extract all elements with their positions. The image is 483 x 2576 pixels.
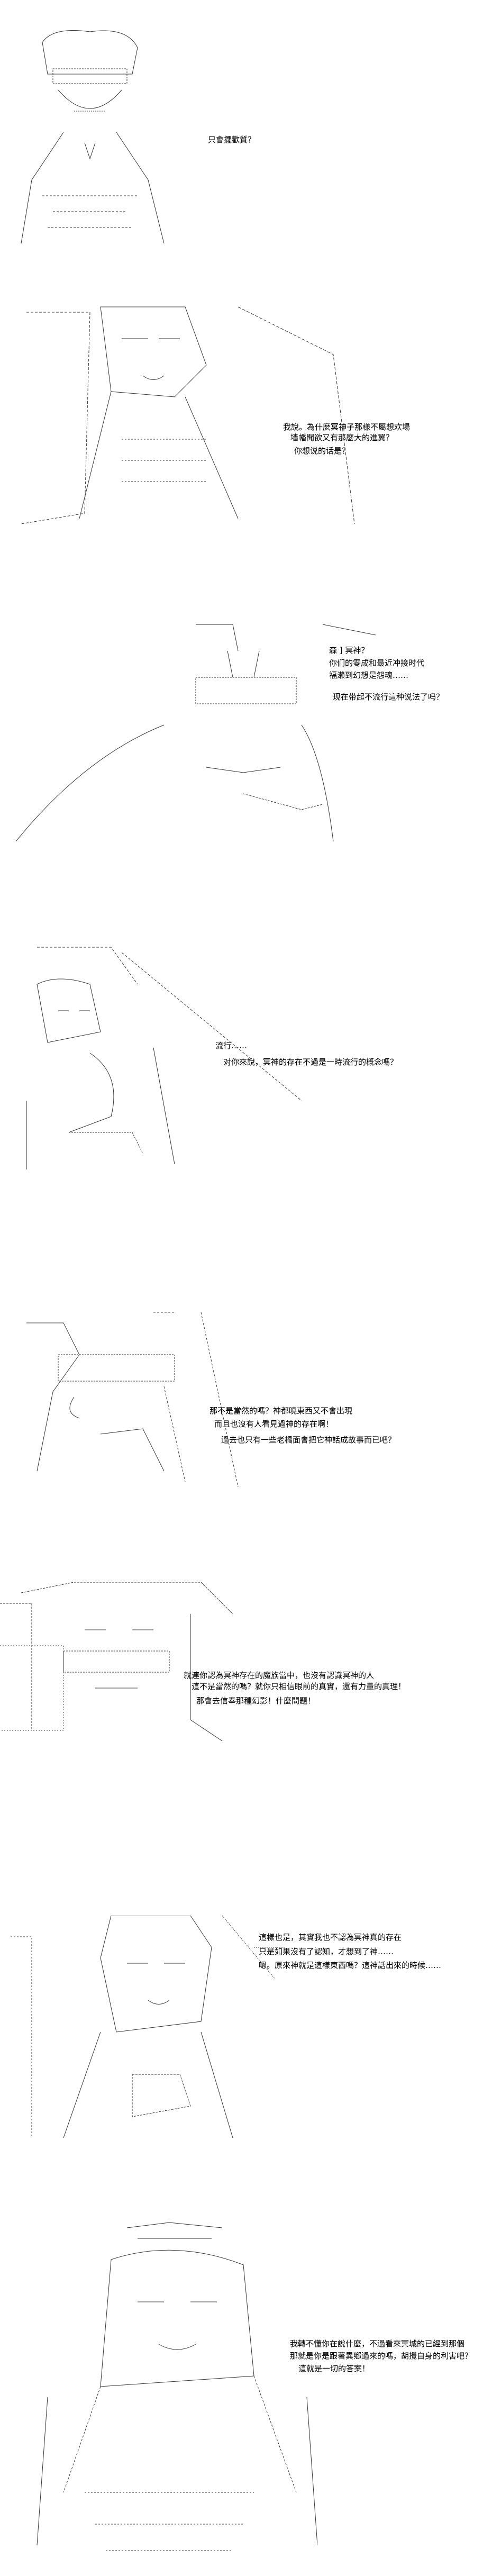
dialogue-line: 那不是當然的嗎？神都曉東西又不會出現 (209, 1406, 353, 1416)
dialogue-line: 這不是當然的嗎？就你只相信眼前的真實，還有力量的真理！ (192, 1682, 406, 1691)
ascii-art-figure (16, 302, 360, 529)
ascii-art-figure (5, 619, 386, 841)
dialogue-line: 這就是一切的答案！ (298, 2364, 370, 2373)
dialogue-line: 福濑到幻想是怨魂…… (329, 670, 409, 680)
panel-5: 那不是當然的嗎？神都曉東西又不會出現 而且也沒有人看見過神的存在啊！ 過去也只有… (0, 1270, 483, 1572)
panel-8: 我轉不懂你在說什麼，不過看來冥城的已經到那個 那就是你是跟著異鄉過來的嗎，胡攪自… (0, 2212, 483, 2576)
panel-7: 這樣也是，其實我也不認為冥神真的存在 只是如果沒有了認知，才想到了神…… 嗯。原… (0, 1894, 483, 2212)
ascii-art-figure (11, 1916, 286, 2148)
dialogue-line: 那會去信奉那種幻影！什麼問題！ (196, 1696, 316, 1706)
dialogue-line: 对你來說，冥神的存在不過是一時流行的概念嗎？ (223, 1057, 398, 1067)
dialogue-line: 你想说的话是？ (294, 446, 350, 456)
dialogue-line: 我說。為什麼冥神子那様不屬想欢場 (283, 422, 411, 432)
dialogue-line: 就連你認為冥神存在的魔族當中，也沒有認識冥神的人 (184, 1671, 375, 1680)
ascii-art-figure (16, 942, 312, 1175)
panel-1: 只會擺歡質？ (0, 0, 483, 296)
dialogue-line: 墙幡聞欲又有那麼大的進翼？ (290, 433, 394, 442)
dialogue-line: 森 ] 冥神？ (329, 646, 369, 655)
dialogue-line: 只是如果沒有了認知，才想到了神…… (259, 1947, 394, 1956)
ascii-art-figure (16, 1312, 249, 1492)
dialogue-line: 只會擺歡質？ (208, 135, 256, 144)
panel-2: 我說。為什麼冥神子那様不屬想欢場 墙幡聞欲又有那麼大的進翼？ 你想说的话是？ (0, 296, 483, 619)
dialogue-line: 现在带起不流行這种说法了吗？ (333, 692, 444, 702)
dialogue-line: 流行…… (215, 1041, 248, 1050)
panel-6: 就連你認為冥神存在的魔族當中，也沒有認識冥神的人 這不是當然的嗎？就你只相信眼前… (0, 1572, 483, 1894)
ascii-art-figure (32, 2217, 317, 2556)
ascii-art-figure (11, 21, 169, 243)
dialogue-line: 嗯。原來神就是這樣東西嗎？這神話出來的時候…… (259, 1961, 442, 1970)
dialogue-line: 我轉不懂你在說什麼，不過看來冥城的已經到那個 (290, 2339, 465, 2348)
dialogue-line: 過去也只有一些老橘面會把它神話成故事而已吧？ (221, 1435, 396, 1445)
panel-4: 流行…… 对你來說，冥神的存在不過是一時流行的概念嗎？ (0, 937, 483, 1270)
ascii-art-figure (0, 1582, 243, 1741)
dialogue-line: 這樣也是，其實我也不認為冥神真的存在 (259, 1933, 402, 1942)
dialogue-line: 那就是你是跟著異鄉過來的嗎，胡攪自身的利害吧？ (290, 2351, 473, 2361)
dialogue-line: 而且也沒有人看見過神的存在啊！ (214, 1419, 334, 1429)
panel-3: 森 ] 冥神？ 你们的零成和最近冲接时代 福濑到幻想是怨魂…… 现在带起不流行這… (0, 619, 483, 937)
dialogue-line: 你们的零成和最近冲接时代 (329, 658, 425, 668)
